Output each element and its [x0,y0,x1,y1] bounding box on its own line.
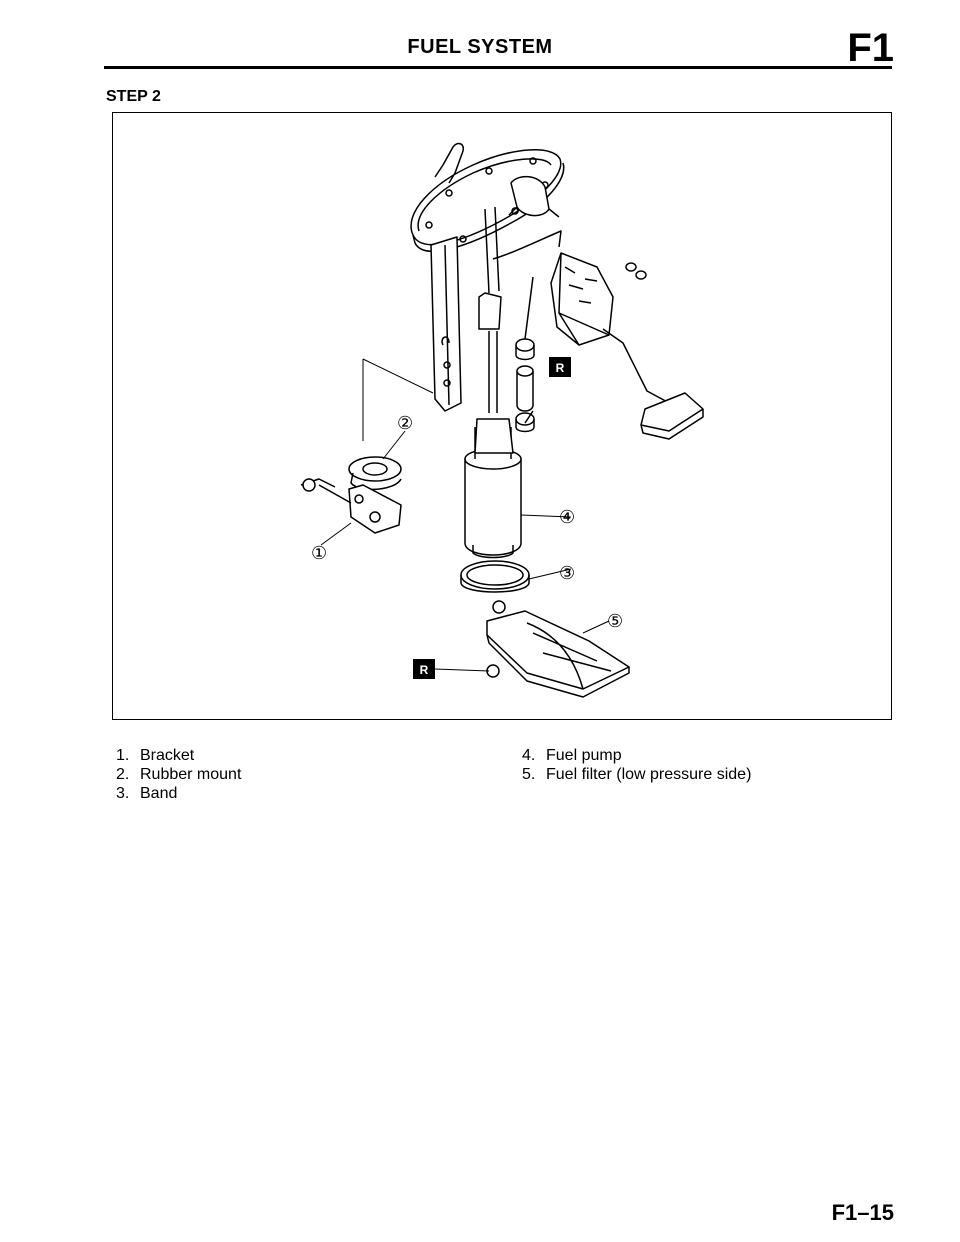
callout-4: ④ [559,507,575,527]
svg-text:R: R [420,663,429,677]
legend-item: 4.Fuel pump [522,747,622,764]
callout-2: ② [397,413,413,433]
replace-tag: R [413,659,435,679]
pump-cover-flange [410,142,565,252]
parts-legend-right: 4.Fuel pump 5.Fuel filter (low pressure … [522,746,751,784]
header-divider [104,66,892,69]
svg-text:R: R [556,361,565,375]
leader-lines [320,358,610,672]
bracket-arm [430,236,462,412]
parts-legend-left: 1.Bracket 2.Rubber mount 3.Band [116,746,241,803]
replace-tag: R [549,357,571,377]
callout-3: ③ [559,563,575,583]
hose-and-clamps [515,276,535,433]
callout-1: ① [311,543,327,563]
fuel-sender-unit [550,252,704,440]
page-number: F1–15 [831,1200,894,1225]
legend-item: 3.Band [116,785,178,802]
fuel-pump-exploded-diagram: ① ② ③ ④ ⑤ R R [300,142,704,698]
rubber-mount-and-bracket [300,456,402,534]
fuel-pump [464,418,522,559]
legend-item: 2.Rubber mount [116,766,242,783]
wiring-harness [478,206,562,413]
page-header-title: FUEL SYSTEM [407,36,553,58]
exploded-diagram-frame: ① ② ③ ④ ⑤ R R [112,112,892,720]
band [460,560,530,593]
legend-item: 1.Bracket [116,747,195,764]
callout-5: ⑤ [607,611,623,631]
section-code: F1 [847,26,894,70]
legend-item: 5.Fuel filter (low pressure side) [522,766,752,783]
step-label: STEP 2 [106,88,161,105]
